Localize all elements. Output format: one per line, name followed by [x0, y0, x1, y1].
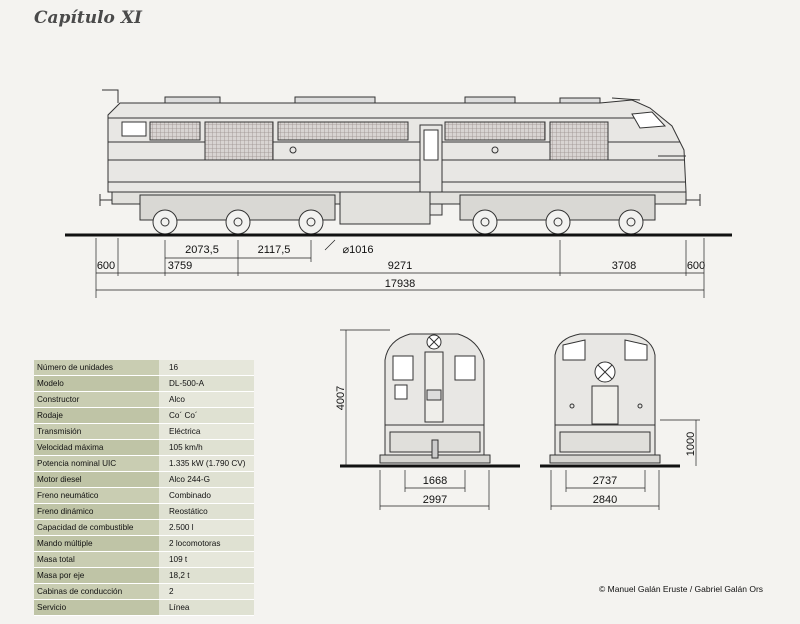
- spec-value: Línea: [159, 599, 254, 616]
- spec-value: 16: [159, 360, 254, 376]
- dim-2840: 2840: [593, 494, 617, 506]
- spec-label: Masa por eje: [34, 567, 159, 584]
- dim-2073-5: 2073,5: [185, 244, 219, 256]
- dim-3759: 3759: [168, 260, 192, 272]
- dim-1668: 1668: [423, 475, 447, 487]
- spec-value: 2.500 l: [159, 519, 254, 536]
- spec-value: Alco: [159, 391, 254, 408]
- locomotive-side-view: [65, 89, 732, 237]
- spec-label: Masa total: [34, 551, 159, 568]
- spec-value: Reostático: [159, 503, 254, 520]
- spec-value: 1.335 kW (1.790 CV): [159, 455, 254, 472]
- dim-wheel-diameter: ⌀1016: [342, 244, 373, 256]
- dim-total-length: 17938: [385, 278, 416, 290]
- dim-9271: 9271: [388, 260, 412, 272]
- spec-value: 18,2 t: [159, 567, 254, 584]
- spec-label: Freno dinámico: [34, 503, 159, 520]
- spec-value: Eléctrica: [159, 423, 254, 440]
- dim-height-4007: 4007: [335, 386, 347, 410]
- spec-label: Número de unidades: [34, 360, 159, 376]
- spec-value: DL-500-A: [159, 375, 254, 392]
- spec-label: Mando múltiple: [34, 535, 159, 552]
- side-dimension-lines: [95, 238, 705, 298]
- dim-2997: 2997: [423, 494, 447, 506]
- spec-label: Transmisión: [34, 423, 159, 440]
- front-dimension-lines: [340, 329, 490, 510]
- spec-value: 105 km/h: [159, 439, 254, 456]
- spec-label: Constructor: [34, 391, 159, 408]
- spec-label: Potencia nominal UIC: [34, 455, 159, 472]
- spec-label: Rodaje: [34, 407, 159, 424]
- spec-label: Freno neumático: [34, 487, 159, 504]
- dim-3708: 3708: [612, 260, 636, 272]
- spec-value: 2 locomotoras: [159, 535, 254, 552]
- dim-2737: 2737: [593, 475, 617, 487]
- chapter-heading: Capítulo XI: [34, 8, 142, 28]
- locomotive-rear-end-view: [549, 333, 661, 464]
- spec-value: 2: [159, 583, 254, 600]
- spec-label: Motor diesel: [34, 471, 159, 488]
- dim-2117-5: 2117,5: [258, 244, 291, 256]
- spec-label: Cabinas de conducción: [34, 583, 159, 600]
- spec-value: Co´ Co´: [159, 407, 254, 424]
- dim-height-1000: 1000: [685, 432, 697, 456]
- dim-600-left: 600: [97, 260, 115, 272]
- spec-value: 109 t: [159, 551, 254, 568]
- locomotive-front-end-view: [379, 333, 491, 464]
- spec-label: Velocidad máxima: [34, 439, 159, 456]
- dim-600-right: 600: [687, 260, 705, 272]
- spec-label: Modelo: [34, 375, 159, 392]
- rear-dimension-lines: [550, 419, 700, 510]
- spec-label: Capacidad de combustible: [34, 519, 159, 536]
- spec-value: Alco 244-G: [159, 471, 254, 488]
- copyright-notice: © Manuel Galán Eruste / Gabriel Galán Or…: [599, 584, 764, 594]
- spec-value: Combinado: [159, 487, 254, 504]
- spec-label: Servicio: [34, 599, 159, 616]
